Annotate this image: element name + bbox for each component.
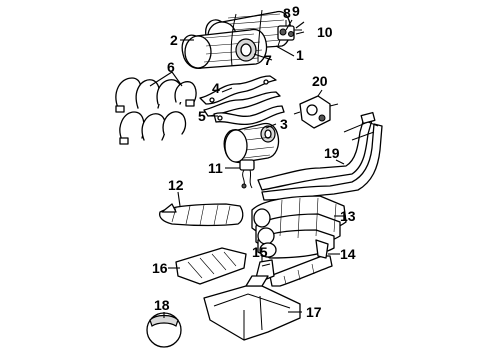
callout-6: 6 — [167, 59, 175, 75]
tank-assembly-upper[interactable] — [181, 9, 292, 70]
callout-20: 20 — [312, 73, 328, 89]
fuel-tank-single[interactable] — [223, 122, 280, 164]
callout-12: 12 — [168, 177, 184, 193]
fuel-lines[interactable] — [257, 111, 383, 201]
callout-7: 7 — [264, 52, 272, 68]
callout-8: 8 — [283, 5, 291, 21]
callout-2: 2 — [170, 32, 178, 48]
callout-19: 19 — [324, 145, 340, 161]
callout-18: 18 — [154, 297, 170, 313]
tank-straps[interactable] — [115, 77, 197, 145]
callout-13: 13 — [340, 208, 356, 224]
valve-assembly[interactable] — [277, 20, 302, 47]
callout-3: 3 — [280, 116, 288, 132]
skid-plate-front[interactable] — [175, 247, 247, 285]
callout-11: 11 — [208, 160, 223, 176]
shield-bracket-right[interactable] — [269, 239, 333, 287]
callout-15: 15 — [252, 244, 268, 260]
callout-16: 16 — [152, 260, 168, 276]
callout-4: 4 — [212, 80, 220, 96]
callout-10: 10 — [317, 24, 333, 40]
fuel-sender[interactable] — [239, 159, 255, 189]
lower-bracket[interactable] — [213, 105, 285, 126]
callout-9: 9 — [292, 3, 300, 19]
callout-17: 17 — [306, 304, 322, 320]
callout-5: 5 — [198, 108, 206, 124]
heat-shield-left[interactable] — [158, 203, 244, 227]
leader-lines — [149, 19, 346, 318]
mounting-bracket[interactable] — [199, 75, 281, 117]
callout-14: 14 — [340, 246, 356, 262]
mounting-clip[interactable] — [255, 259, 275, 281]
skid-plate-rear[interactable] — [203, 275, 301, 341]
round-cover-plate[interactable] — [146, 312, 182, 348]
callout-1: 1 — [296, 47, 304, 63]
pressure-valve-block[interactable] — [293, 95, 339, 129]
